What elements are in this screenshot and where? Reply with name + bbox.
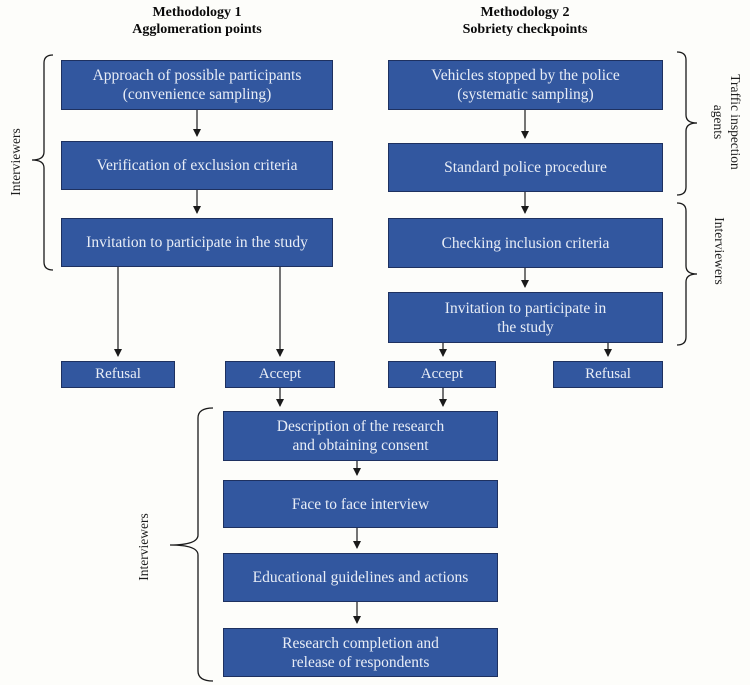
m1-box-refusal: Refusal [61,361,175,388]
label-bottom-interviewers: Interviewers [136,513,151,581]
label-right-interviewers: Interviewers [712,217,727,285]
m2-box-accept: Accept [388,361,496,388]
common-box-research-completion: Research completion and release of respo… [223,628,498,677]
bracket-right-traffic-agents [676,51,698,196]
label-right-traffic-inspection-agents: Traffic inspection agents [711,74,743,170]
methodology-1-title: Methodology 1 Agglomeration points [132,5,262,37]
common-box-description-consent: Description of the research and obtainin… [223,411,498,461]
common-box-face-to-face-interview: Face to face interview [223,480,498,528]
bracket-left-interviewers [31,54,54,271]
bracket-bottom-interviewers [169,407,214,682]
m2-box-refusal: Refusal [553,361,663,388]
m2-box-vehicles-stopped: Vehicles stopped by the police (systemat… [388,60,663,110]
m2-box-invitation: Invitation to participate in the study [388,292,663,343]
common-box-educational-guidelines: Educational guidelines and actions [223,553,498,602]
m2-box-inclusion-criteria: Checking inclusion criteria [388,218,663,268]
label-left-interviewers: Interviewers [8,128,23,196]
m1-box-approach-participants: Approach of possible participants (conve… [61,60,333,110]
bracket-right-interviewers [676,202,698,346]
m1-box-accept: Accept [225,361,335,388]
m1-box-exclusion-criteria: Verification of exclusion criteria [61,141,333,190]
m1-box-invitation: Invitation to participate in the study [61,218,333,267]
m2-box-police-procedure: Standard police procedure [388,143,663,192]
methodology-2-title: Methodology 2 Sobriety checkpoints [462,5,588,37]
